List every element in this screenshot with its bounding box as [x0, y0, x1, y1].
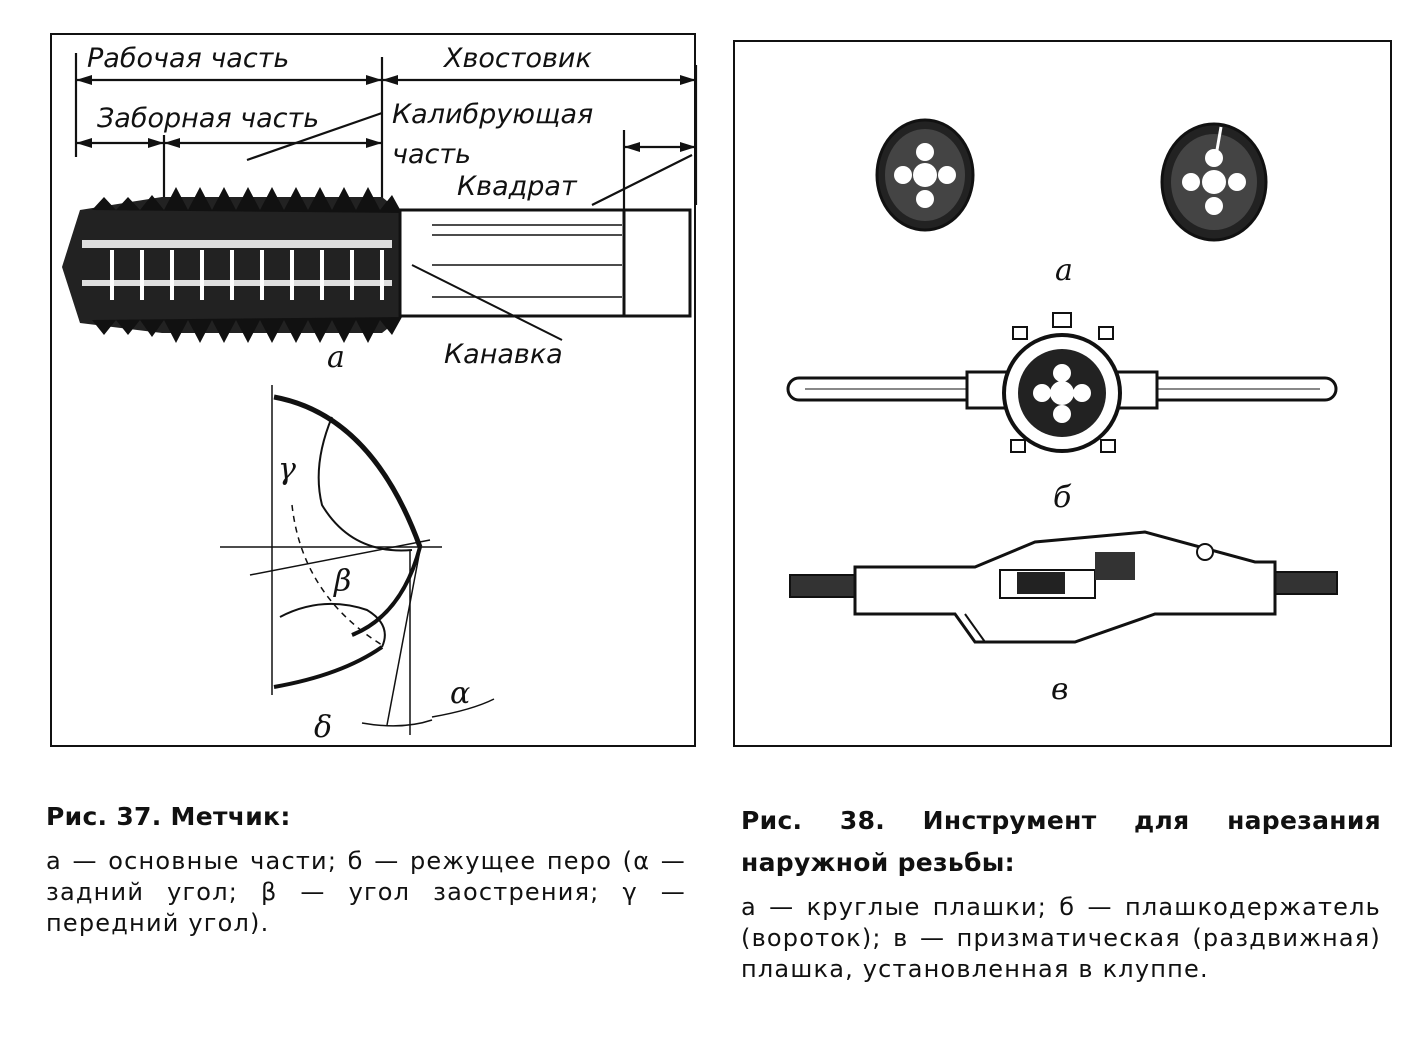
label-square: Квадрат [457, 171, 578, 202]
label-alpha: α [450, 676, 470, 711]
tap-thread-section [62, 187, 402, 343]
figure-37-panel: Рабочая часть Хвостовик Заборная часть К… [50, 33, 698, 747]
label-gamma: γ [278, 452, 296, 487]
label-shank: Хвостовик [442, 43, 592, 74]
round-die-left [875, 118, 975, 232]
label-38-sub-a: а [1055, 253, 1073, 288]
round-die-right [1160, 122, 1268, 242]
label-38-sub-b: б [1053, 480, 1072, 515]
figure-38-caption-title: Рис. 38. Инструмент для нарезания наружн… [741, 806, 1381, 877]
tap-shank [398, 208, 692, 341]
figure-37-caption-title: Рис. 37. Метчик: [46, 802, 291, 831]
figure-37-caption-body: а — основные части; б — режущее перо (α … [46, 847, 686, 937]
label-groove: Канавка [444, 339, 563, 370]
label-delta: δ [314, 710, 332, 745]
label-calibrating-part-1: Калибрующая [392, 99, 593, 130]
die-stock [789, 530, 1338, 644]
figure-38-panel: а б [733, 40, 1392, 747]
label-intake-part: Заборная часть [97, 103, 319, 134]
cutting-edge-diagram [220, 385, 495, 735]
label-working-part: Рабочая часть [87, 43, 289, 74]
tap-drawing: Рабочая часть Хвостовик Заборная часть К… [62, 43, 698, 745]
label-sub-a: а [327, 340, 345, 375]
die-tools-drawing: а б [786, 118, 1338, 707]
label-calibrating-part-2: часть [392, 139, 471, 170]
die-holder [786, 312, 1338, 453]
label-beta: β [333, 564, 351, 599]
label-38-sub-v: в [1051, 672, 1068, 707]
figure-38-caption-body: а — круглые плашки; б — плашкодержатель … [741, 893, 1381, 983]
